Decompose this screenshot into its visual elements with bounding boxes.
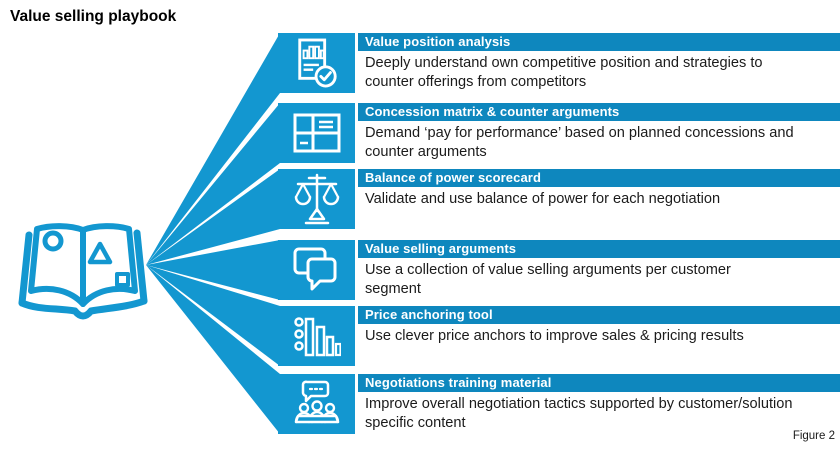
row-title: Value selling arguments [358, 240, 840, 258]
row-description: Use a collection of value selling argume… [365, 262, 731, 297]
row-content: Balance of power scorecard Validate and … [358, 169, 840, 229]
row-content: Negotiations training material Improve o… [358, 374, 840, 434]
playbook-item-balance-of-power: Balance of power scorecard Validate and … [278, 169, 840, 229]
fan-wedge-5 [146, 265, 280, 366]
fan-wedge-3 [146, 169, 280, 265]
row-content: Value position analysis Deeply understan… [358, 33, 840, 93]
playbook-item-negotiations-training: Negotiations training material Improve o… [278, 374, 840, 434]
book-triangle-glyph [87, 241, 113, 265]
playbook-item-price-anchoring: Price anchoring tool Use clever price an… [278, 306, 840, 366]
book-square-glyph [115, 272, 130, 287]
price-anchoring-bars-icon [278, 306, 355, 366]
speech-bubbles-icon [278, 240, 355, 300]
row-content: Price anchoring tool Use clever price an… [358, 306, 840, 366]
row-description: Improve overall negotiation tactics supp… [365, 396, 793, 431]
fan-wedges [146, 33, 280, 434]
matrix-table-icon [278, 103, 355, 163]
row-title: Price anchoring tool [358, 306, 840, 324]
row-description: Demand ‘pay for performance’ based on pl… [365, 125, 794, 160]
row-title: Balance of power scorecard [358, 169, 840, 187]
row-title: Negotiations training material [358, 374, 840, 392]
row-title: Value position analysis [358, 33, 840, 51]
document-chart-check-icon [278, 33, 355, 93]
book-circle-glyph [42, 230, 64, 252]
row-description: Validate and use balance of power for ea… [365, 191, 721, 207]
playbook-item-value-position-analysis: Value position analysis Deeply understan… [278, 33, 840, 93]
row-content: Concession matrix & counter arguments De… [358, 103, 840, 163]
fan-wedge-2 [146, 103, 280, 265]
balance-scale-icon [278, 169, 355, 229]
row-description: Use clever price anchors to improve sale… [365, 328, 744, 344]
page-title: Value selling playbook [10, 8, 177, 25]
fan-wedge-6 [146, 265, 280, 434]
open-book-icon [18, 223, 148, 320]
fan-wedge-4 [146, 240, 280, 300]
figure-label: Figure 2 [792, 430, 835, 442]
row-description: Deeply understand own competitive positi… [365, 55, 763, 90]
row-title: Concession matrix & counter arguments [358, 103, 840, 121]
row-content: Value selling arguments Use a collection… [358, 240, 840, 300]
playbook-item-value-selling-arguments: Value selling arguments Use a collection… [278, 240, 840, 300]
negotiation-training-people-icon [278, 374, 355, 434]
fan-wedge-1 [146, 33, 280, 265]
playbook-item-concession-matrix: Concession matrix & counter arguments De… [278, 103, 840, 163]
